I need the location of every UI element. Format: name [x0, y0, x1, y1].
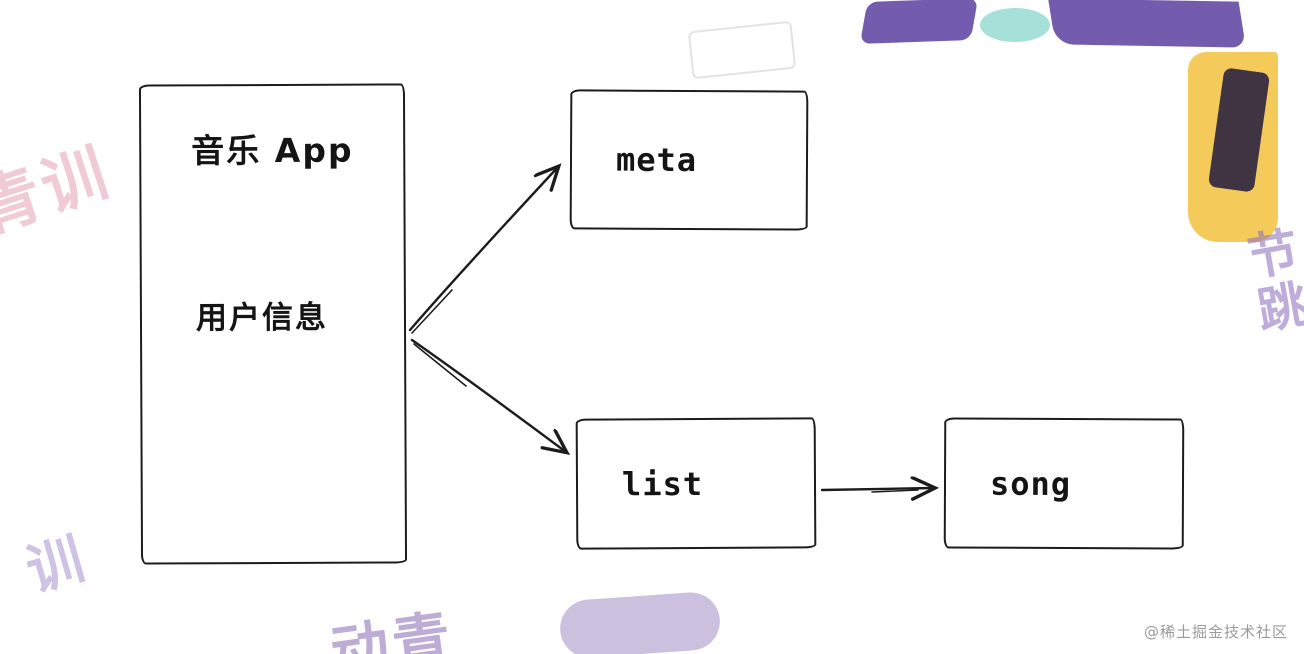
- background-watermark: 动青: [326, 602, 459, 654]
- node-meta: meta: [569, 89, 809, 231]
- background-watermark: 训: [19, 525, 96, 605]
- node-label: song: [989, 464, 1072, 503]
- background-watermark: 节跳: [1236, 223, 1304, 341]
- node-subtitle: 用户信息: [195, 299, 329, 337]
- arrow-root-to-meta: [408, 167, 558, 334]
- decor-phone-shape: [1207, 67, 1271, 193]
- decor-purple-shape: [558, 590, 722, 654]
- decor-purple-shape: [1048, 0, 1246, 48]
- decor-teal-shape: [980, 8, 1050, 42]
- decor-yellow-shape: [1188, 52, 1278, 242]
- node-song: song: [943, 417, 1185, 550]
- node-label: meta: [615, 140, 698, 180]
- node-label: list: [621, 464, 704, 503]
- credit-watermark: @稀土掘金技术社区: [1143, 623, 1288, 641]
- arrow-root-to-list: [410, 338, 566, 452]
- arrow-list-to-song: [820, 488, 934, 492]
- background-watermark: 青训: [0, 135, 120, 248]
- node-music-app: 音乐 App 用户信息: [138, 83, 408, 565]
- node-title: 音乐 App: [191, 130, 354, 171]
- node-list: list: [575, 417, 817, 550]
- decor-purple-shape: [859, 0, 979, 44]
- decor-package-doodle: [687, 20, 797, 80]
